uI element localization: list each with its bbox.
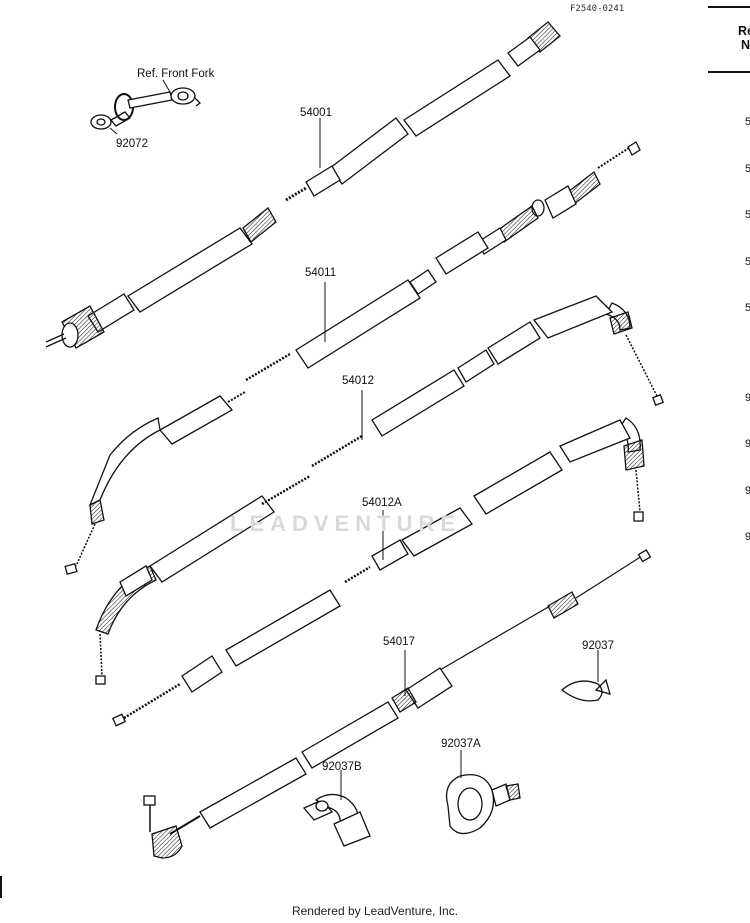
parts-list-heading: Re N [738, 24, 750, 52]
heading-line-1: Re [738, 24, 750, 38]
list-item: 9 [745, 391, 750, 404]
panel-rule [708, 71, 750, 73]
callout-54017: 54017 [383, 636, 415, 648]
heading-line-2: N [741, 38, 750, 52]
parts-list-panel: Re N 5 5 5 5 5 9 9 9 9 [708, 0, 750, 543]
callout-54001: 54001 [300, 107, 332, 119]
clamp-92037A [445, 773, 521, 835]
callout-54012: 54012 [342, 375, 374, 387]
list-item: 9 [745, 484, 750, 497]
callout-92037B: 92037B [322, 761, 362, 773]
clutch-cable-54011 [245, 141, 641, 382]
throttle-cable-54012 [64, 295, 664, 575]
list-item: 9 [745, 438, 750, 450]
band-92037 [560, 678, 611, 702]
callout-92072: 92072 [116, 138, 148, 150]
list-item: 5 [745, 302, 750, 314]
ref-front-fork-label: Ref. Front Fork [137, 68, 215, 80]
choke-cable-54017 [143, 549, 652, 859]
callout-54011: 54011 [305, 267, 336, 279]
list-item: 5 [745, 162, 750, 175]
drawing-code: F2540-0241 [570, 4, 624, 14]
list-item: 9 [745, 531, 750, 543]
list-item: 5 [745, 255, 750, 268]
clamp-92037B [302, 793, 371, 847]
panel-top-rule [708, 6, 750, 8]
speedometer-cable-54001 [45, 21, 561, 349]
throttle-cable-54012A [95, 417, 645, 685]
list-item: 5 [745, 116, 750, 128]
parts-list-entries: 5 5 5 5 5 9 9 9 9 [745, 84, 750, 577]
front-fork-bracket-92072 [90, 87, 201, 130]
leadventure-watermark: LEADVENTURE [230, 511, 462, 536]
page-edge-mark [0, 876, 2, 898]
callout-54012A: 54012A [362, 497, 402, 509]
footer-credit: Rendered by LeadVenture, Inc. [291, 904, 459, 918]
cable-lower-run [111, 589, 341, 727]
list-item: 5 [745, 209, 750, 221]
callout-92037: 92037 [582, 640, 614, 652]
callout-92037A: 92037A [441, 738, 481, 750]
